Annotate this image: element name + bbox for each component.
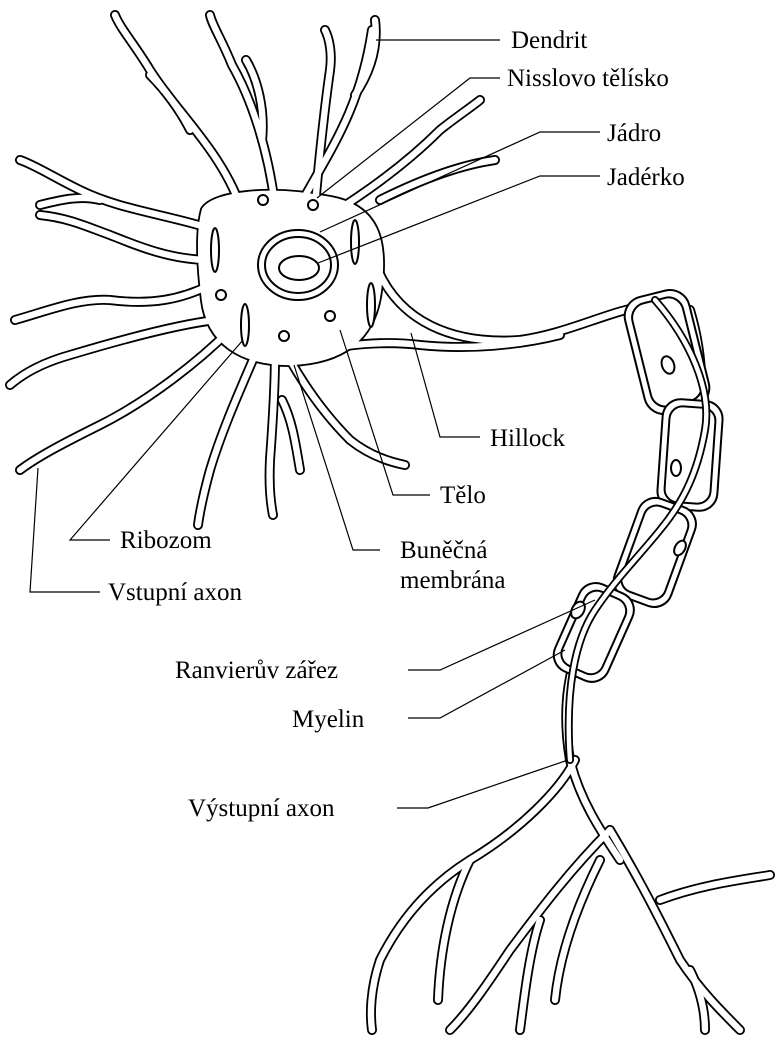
- label-hillock: Hillock: [490, 425, 565, 452]
- leader-vstupni: [30, 468, 100, 592]
- ribosome: [351, 220, 359, 264]
- label-dendrit: Dendrit: [511, 27, 587, 54]
- nissl-body: [279, 331, 289, 341]
- leader-myelin: [408, 650, 565, 718]
- label-telo: Tělo: [440, 482, 486, 509]
- label-jaderko: Jadérko: [607, 164, 685, 191]
- labels: Dendrit Nisslovo tělísko Jádro Jadérko H…: [108, 27, 685, 822]
- label-jadro: Jádro: [607, 120, 661, 147]
- label-vystupni-axon: Výstupní axon: [188, 795, 335, 822]
- label-ribozom: Ribozom: [120, 527, 212, 554]
- nissl-body: [216, 290, 226, 300]
- ribosome: [211, 228, 219, 272]
- ribosome: [367, 283, 375, 327]
- leader-nisslovo: [317, 78, 500, 198]
- ribosome: [241, 304, 249, 346]
- nissl-body: [325, 311, 335, 321]
- label-myelin: Myelin: [292, 706, 365, 733]
- label-vstupni-axon: Vstupní axon: [108, 579, 243, 606]
- nucleolus: [279, 256, 319, 280]
- label-nisslovo-telisko: Nisslovo tělísko: [507, 65, 669, 92]
- nissl-body: [308, 200, 318, 210]
- label-membrana: membrána: [400, 567, 506, 594]
- label-ranvieruv-zarez: Ranvierův zářez: [175, 657, 338, 684]
- myelin-sheath: [548, 286, 724, 688]
- nissl-body: [258, 195, 268, 205]
- label-bunecna: Buněčná: [400, 537, 487, 564]
